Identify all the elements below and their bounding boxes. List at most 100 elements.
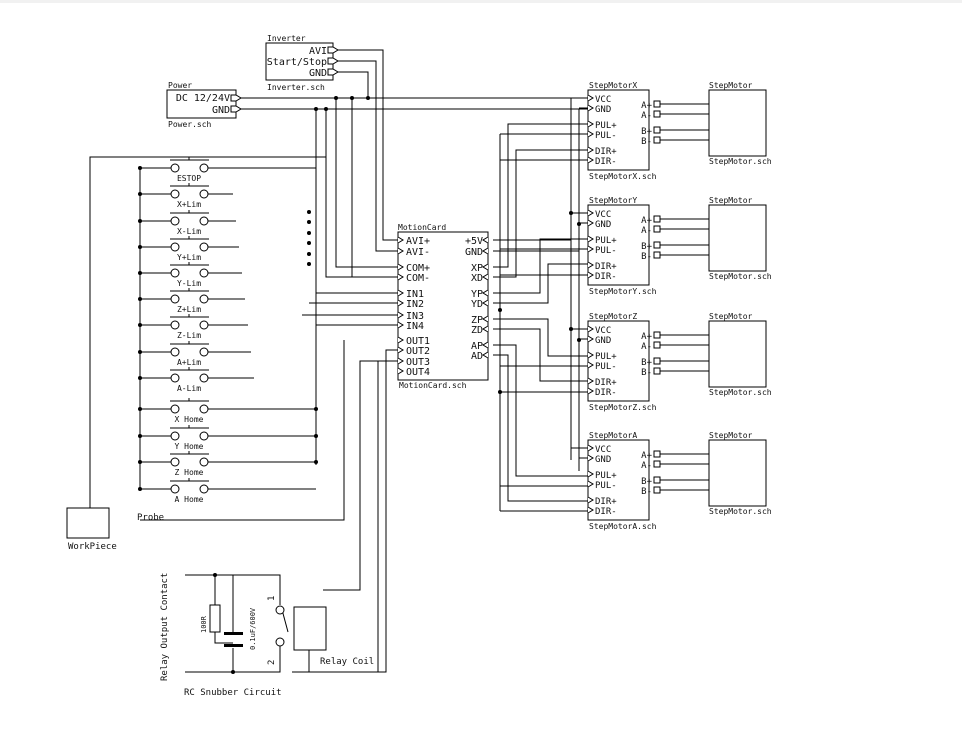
driver-in-port [587,335,594,343]
motion-card-port-1 [397,247,404,255]
power-box [166,89,237,119]
motion-card-out-port-4 [482,289,489,297]
motor-box [708,89,767,157]
driver-title: StepMotorY [589,196,637,205]
switch-label: Z+Lim [177,305,201,314]
driver-out-pin-label: A+ [641,451,652,461]
driver-pin-label: GND [595,220,611,230]
driver-out-port-a-minus [653,460,661,468]
motion-card-out-pin-label: XD [471,273,483,284]
driver-out-port-b-minus [653,486,661,494]
driver-out-port-a-plus [653,100,661,108]
driver-out-pin-label: B- [641,137,652,147]
driver-file: StepMotorZ.sch [589,403,657,412]
power-port-gnd [230,105,242,113]
switch-label: X-Lim [177,227,201,236]
switch-terminal-a [170,457,180,467]
driver-title: StepMotorX [589,81,637,90]
motion-card-pin-label: IN1 [406,289,424,300]
motion-card-out-port-8 [482,341,489,349]
driver-in-port [587,454,594,462]
driver-out-port-b-plus [653,126,661,134]
power-file: Power.sch [168,120,212,129]
motion-card-pin-label: COM- [406,273,430,284]
driver-pin-label: PUL+ [595,121,617,131]
stepper-driver-column: StepMotorXVCCGNDPUL+PUL-DIR+DIR-A+A-B+B-… [571,81,709,531]
motor-title: StepMotor [709,431,753,440]
driver-out-port-a-plus [653,215,661,223]
switch-label: Z-Lim [177,331,201,340]
snubber-capacitor-value: 0.1uF/600V [249,607,257,650]
driver-pin-label: GND [595,336,611,346]
driver-in-port [587,506,594,514]
switch-terminal-b [199,484,209,494]
driver-pin-label: VCC [595,210,611,220]
switch-terminal-b [199,457,209,467]
driver-box [587,439,650,521]
driver-title: StepMotorA [589,431,637,440]
snubber-resistor [209,604,221,633]
switch-terminal-a [170,320,180,330]
motion-card-pin-label: IN2 [406,299,424,310]
driver-pin-label: DIR- [595,157,617,167]
driver-pin-label: VCC [595,95,611,105]
switch-terminal-a [170,294,180,304]
motion-card-pin-label: IN4 [406,321,424,332]
motion-card-pin-label: COM+ [406,263,430,274]
inverter-port-gnd [327,68,339,76]
motion-card-out-port-5 [482,299,489,307]
motion-card-port-9 [397,346,404,354]
rc-snubber-label: RC Snubber Circuit [184,688,282,698]
driver-pin-label: PUL+ [595,471,617,481]
driver-out-pin-label: A+ [641,101,652,111]
driver-in-port [587,361,594,369]
motion-card-pin-label: OUT4 [406,367,430,378]
switch-label: X Home [175,415,204,424]
snubber-resistor-value: 100R [200,615,208,633]
driver-out-port-a-minus [653,225,661,233]
driver-file: StepMotorY.sch [589,287,657,296]
driver-box [587,320,650,402]
switch-label: Y Home [175,442,204,451]
motor-title: StepMotor [709,81,753,90]
switch-terminal-b [199,189,209,199]
driver-pin-label: DIR+ [595,497,617,507]
driver-pin-label: DIR+ [595,378,617,388]
switch-terminal-a [170,189,180,199]
motion-card-port-10 [397,357,404,365]
driver-out-port-a-plus [653,450,661,458]
motion-card-out-pin-label: +5V [465,236,483,247]
motion-card-pin-label: AVI- [406,247,430,258]
motion-card-port-8 [397,336,404,344]
driver-in-port [587,120,594,128]
inverter-box [265,42,334,81]
driver-out-port-a-plus [653,331,661,339]
relay-pin-2: 2 [267,660,277,665]
driver-in-port [587,496,594,504]
driver-pin-label: DIR+ [595,147,617,157]
driver-out-pin-label: A+ [641,216,652,226]
switch-terminal-b [199,404,209,414]
switch-terminal-b [199,373,209,383]
driver-out-port-b-plus [653,241,661,249]
motion-card-out-port-9 [482,351,489,359]
driver-file: StepMotorX.sch [589,172,657,181]
driver-out-port-b-plus [653,357,661,365]
relay-coil-box [293,606,327,651]
motion-card-pin-label: OUT3 [406,357,430,368]
motor-file: StepMotor.sch [709,388,772,397]
driver-in-port [587,209,594,217]
driver-out-pin-label: B+ [641,242,652,252]
motion-card-out-pin-label: AD [471,351,483,362]
switch-terminal-a [170,484,180,494]
motor-box [708,320,767,388]
driver-in-port [587,146,594,154]
driver-title: StepMotorZ [589,312,637,321]
driver-pin-label: GND [595,105,611,115]
motion-card-out-pin-label: ZP [471,315,483,326]
motion-card-pin-label: OUT1 [406,336,430,347]
relay-contact-1 [275,605,285,615]
driver-pin-label: PUL- [595,481,617,491]
motion-card-port-2 [397,263,404,271]
motion-card-out-port-6 [482,315,489,323]
